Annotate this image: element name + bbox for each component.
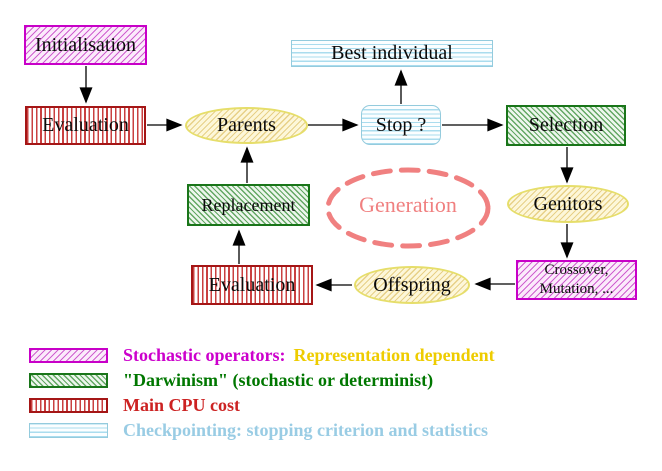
generation-dashed-ellipse (325, 167, 491, 249)
legend-label-representation: Representation dependent (293, 344, 495, 365)
legend-item-darwinism: "Darwinism" (stochastic or determinist) (29, 369, 434, 390)
legend-swatch-green-hatch (29, 372, 108, 388)
legend-swatch-cyan-stripes (29, 422, 108, 438)
legend-label-stochastic: Stochastic operators: (123, 344, 286, 365)
crossover-line1: Crossover, (544, 262, 609, 279)
node-crossover-mutation: Crossover, Mutation, ... (516, 260, 637, 300)
legend-item-cpu-cost: Main CPU cost (29, 394, 240, 415)
legend-item-checkpointing: Checkpointing: stopping criterion and st… (29, 419, 489, 440)
node-genitors: Genitors (507, 185, 629, 223)
node-offspring: Offspring (354, 266, 470, 304)
legend-swatch-magenta-hatch (29, 347, 108, 363)
node-replacement: Replacement (187, 184, 310, 226)
generation-label: Generation (359, 192, 457, 217)
node-stop: Stop ? (361, 105, 441, 145)
legend-label-cpu-cost: Main CPU cost (123, 394, 240, 415)
legend-swatch-red-stripes (29, 397, 108, 413)
legend-label-darwinism: "Darwinism" (stochastic or determinist) (123, 369, 434, 390)
legend-label-checkpointing: Checkpointing: stopping criterion and st… (123, 419, 489, 440)
node-best-individual: Best individual (291, 40, 493, 67)
node-parents: Parents (185, 107, 308, 144)
node-evaluation-bottom: Evaluation (191, 265, 313, 305)
legend-item-stochastic: Stochastic operators: Representation depe… (29, 344, 495, 365)
node-initialisation: Initialisation (24, 25, 147, 65)
node-evaluation-top: Evaluation (25, 106, 146, 145)
node-selection: Selection (506, 105, 626, 146)
crossover-line2: Mutation, ... (539, 281, 614, 297)
